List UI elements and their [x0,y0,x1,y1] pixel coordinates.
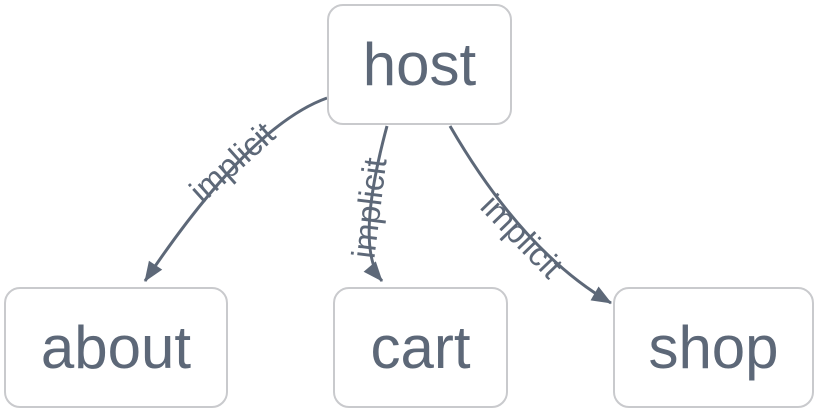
edge-label-host-about: implicit [182,115,282,210]
node-shop[interactable]: shop [613,287,814,408]
node-host[interactable]: host [327,4,512,125]
edge-host-about [143,96,328,282]
node-shop-label: shop [648,313,779,381]
node-about-label: about [40,313,192,381]
node-about[interactable]: about [4,287,228,408]
edge-host-cart [363,125,389,282]
node-host-label: host [362,30,477,98]
edge-host-shop [448,125,612,305]
edge-label-host-cart: implicit [344,156,393,261]
node-cart[interactable]: cart [333,287,508,408]
node-cart-label: cart [370,313,471,381]
edge-label-host-shop: implicit [474,187,571,285]
